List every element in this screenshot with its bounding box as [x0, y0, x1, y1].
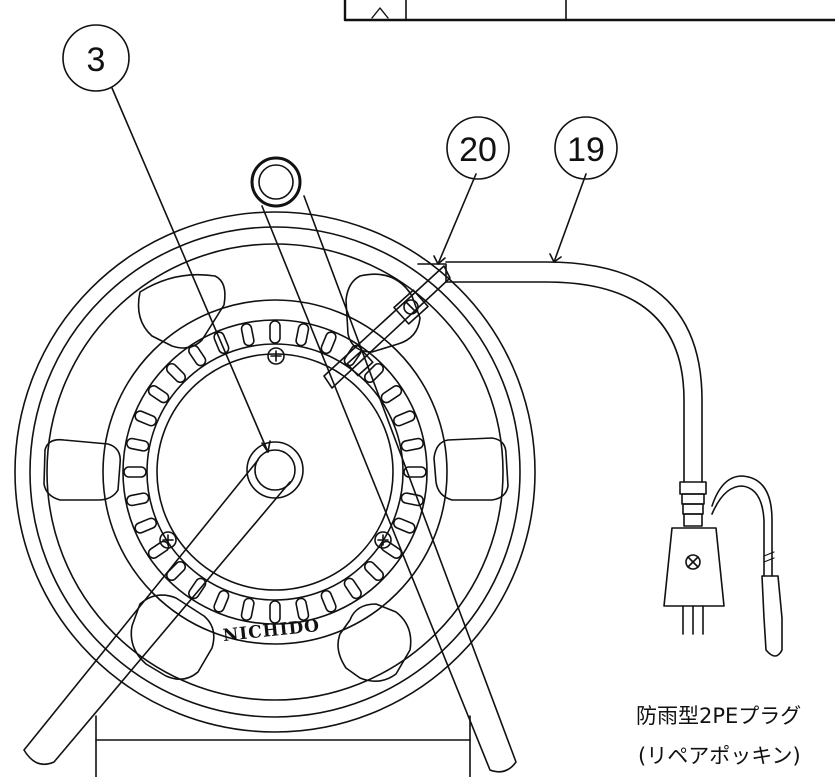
callout-circle-3 — [63, 25, 129, 91]
drum-slot — [320, 589, 338, 613]
waterproof-plug — [664, 476, 782, 656]
drum-slot — [295, 598, 309, 622]
plug-note-line2: (リペアポッキン) — [638, 744, 801, 768]
drum-slot — [270, 321, 280, 343]
drum-slot — [187, 576, 208, 600]
drum-slot — [134, 517, 158, 535]
drum-slot — [134, 410, 158, 428]
drum-slot — [147, 540, 171, 561]
drum-slot — [165, 362, 188, 385]
drum-slot — [270, 601, 280, 623]
drum-slot — [401, 492, 425, 506]
drum-slot — [363, 362, 386, 385]
cable-tie — [324, 264, 450, 388]
reel-outer-flange — [15, 212, 535, 732]
drum-slot — [124, 467, 146, 477]
drum-slot — [165, 560, 188, 583]
reel-base — [96, 716, 470, 777]
reel-drum — [103, 300, 447, 644]
drum-slot — [187, 344, 208, 368]
reel-hub — [247, 442, 303, 498]
drum-slot — [379, 384, 403, 405]
carry-handle-bar — [252, 158, 516, 772]
callout-19-label: 19 — [567, 131, 605, 169]
drum-slot — [404, 467, 426, 477]
drum-slot — [295, 323, 309, 347]
drum-slot — [126, 438, 150, 452]
winding-handle — [24, 460, 290, 764]
plug-note-line1: 防雨型2PEプラグ — [636, 704, 802, 728]
drum-slot — [363, 560, 386, 583]
power-cord — [446, 262, 702, 482]
drum-slot — [343, 576, 364, 600]
drum-slot — [401, 438, 425, 452]
title-block-corner — [345, 0, 835, 20]
drum-slot — [320, 331, 338, 355]
callout-circle-19 — [555, 117, 617, 179]
screw-right — [375, 532, 391, 548]
drum-slots — [124, 321, 426, 623]
callout-3-label: 3 — [87, 41, 106, 79]
drum-slot — [392, 517, 416, 535]
leader-lines — [112, 88, 586, 452]
callout-20-label: 20 — [459, 131, 497, 169]
screw-top — [268, 348, 284, 364]
drum-slot — [126, 492, 150, 506]
screw-left — [160, 532, 176, 548]
drum-slot — [241, 598, 255, 622]
flange-windows — [44, 274, 508, 681]
drum-slot — [392, 410, 416, 428]
drum-slot — [213, 589, 231, 613]
callout-circle-20 — [447, 117, 509, 179]
drum-slot — [241, 323, 255, 347]
drum-slot — [147, 384, 171, 405]
